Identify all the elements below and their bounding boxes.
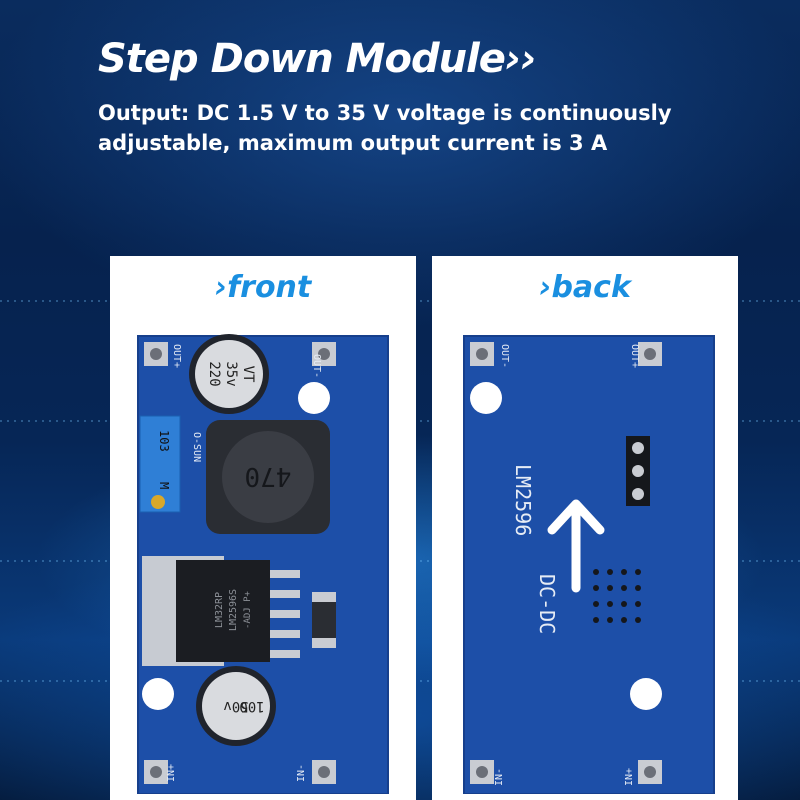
corner-pads (144, 342, 336, 784)
cap-top-value: 220 (206, 361, 222, 386)
header-pins (626, 436, 650, 506)
arrow-up-icon (547, 499, 605, 593)
cap-bottom-value: 100 (239, 698, 264, 714)
label-in-plus: IN+ (624, 768, 635, 786)
front-label: ›front (214, 270, 312, 305)
cap-top-vt: VT (240, 366, 256, 383)
cap-bottom-v: 50v (223, 698, 248, 714)
chip-line3: -ADJ P+ (243, 590, 253, 629)
inductor-470: 470 (206, 420, 330, 534)
via-grid (593, 569, 641, 623)
label-out-minus: OUT- (311, 354, 322, 378)
back-pcb: OUT- OUT+ LM2596 DC-DC IN- IN+ (463, 335, 715, 794)
potentiometer: 103 M (139, 415, 181, 513)
label-out-plus: OUT+ (171, 344, 182, 368)
label-osun: O-SUN (191, 432, 202, 462)
label-in-minus: IN- (296, 764, 307, 782)
label-out-plus: OUT+ (629, 344, 640, 368)
cap-top-text: 35v (223, 361, 239, 386)
corner-pads (470, 342, 662, 784)
chip-label: LM2596 (511, 464, 535, 536)
capacitor-100: 100 50v (196, 666, 276, 746)
back-card: ›back OUT- OUT+ LM2596 DC-DC (432, 256, 738, 800)
inductor-text: 470 (245, 461, 292, 491)
pot-text: 103 (157, 430, 171, 452)
front-pcb: 35v 220 VT OUT- OUT+ 103 M O-SUN 470 (137, 334, 389, 794)
capacitor-220: 35v 220 VT (189, 334, 269, 414)
chip-line1: LM32RP (214, 592, 225, 628)
front-card: ›front 35v 220 VT OUT- OUT+ 103 M O-SUN (110, 256, 416, 800)
subtitle: Output: DC 1.5 V to 35 V voltage is cont… (98, 101, 672, 155)
mount-hole (298, 382, 330, 414)
pcb-board (463, 335, 715, 794)
page-title: Step Down Module›› (98, 36, 537, 82)
label-in-minus: IN- (494, 768, 505, 786)
label-in-plus: IN+ (166, 764, 177, 782)
dcdc-label: DC-DC (535, 574, 559, 634)
chip-line2: LM2596S (228, 589, 239, 631)
label-out-minus: OUT- (499, 344, 510, 368)
mount-hole (470, 382, 502, 414)
back-label: ›back (539, 270, 631, 305)
mount-hole (142, 678, 174, 710)
mount-hole (630, 678, 662, 710)
regulator-chip: LM32RP LM2596S -ADJ P+ (142, 556, 300, 666)
pot-m: M (157, 482, 171, 489)
